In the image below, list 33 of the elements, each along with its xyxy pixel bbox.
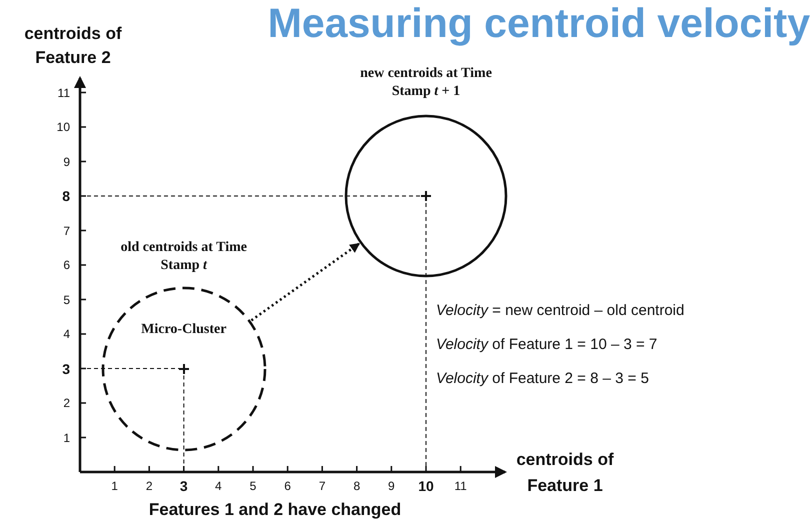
tick-label: 1 (62, 430, 70, 446)
tick-label: 2 (62, 395, 70, 412)
axis-title: centroids of Feature 2 (23, 23, 123, 69)
tick-label: 8 (61, 187, 70, 205)
cluster-caption: new centroids at Time Stamp t + 1 (359, 65, 493, 101)
tick-label: 8 (352, 478, 362, 495)
tick-label: 7 (318, 478, 327, 495)
axis-title: centroids of Feature 1 (515, 449, 615, 497)
cluster-caption: old centroids at Time Stamp t (120, 238, 248, 274)
title: Measuring centroid velocity (266, 0, 810, 47)
tick-label: 5 (248, 478, 258, 495)
tick-label: 3 (61, 360, 70, 378)
tick-label: 10 (56, 119, 70, 136)
formula-text: Velocity of Feature 1 = 10 – 3 = 7 (436, 336, 658, 353)
formula-text: Velocity = new centroid – old centroid (436, 302, 686, 319)
arrow (250, 242, 360, 322)
tick-label: 2 (144, 478, 154, 495)
tick-label: 3 (178, 477, 189, 495)
tick-label: 11 (56, 84, 70, 102)
cluster-label: Micro-Cluster (140, 320, 228, 338)
tick-label: 7 (62, 222, 70, 240)
tick-label: 9 (62, 154, 70, 170)
tick-label: 10 (417, 477, 435, 495)
tick-label: 11 (453, 478, 468, 495)
tick-label: 4 (214, 478, 223, 495)
tick-label: 1 (110, 478, 119, 495)
tick-label: 5 (62, 292, 70, 308)
formula-text: Velocity of Feature 2 = 8 – 3 = 5 (436, 370, 650, 387)
tick-label: 4 (62, 326, 70, 343)
tick-label: 6 (62, 257, 70, 274)
caption: Features 1 and 2 have changed (148, 500, 402, 520)
tick-label: 6 (283, 478, 292, 495)
tick-label: 9 (387, 478, 396, 495)
